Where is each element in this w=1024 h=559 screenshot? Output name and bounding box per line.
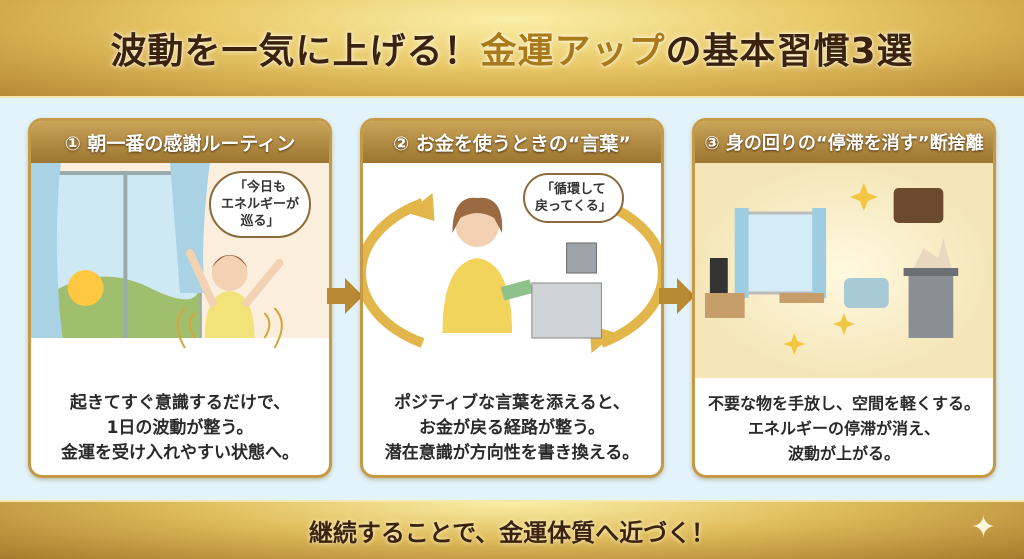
- speech-bubble: 「循環して戻ってくる」: [523, 173, 624, 223]
- header-banner: 波動を一気に上げる！金運アップの基本習慣3選: [0, 0, 1024, 98]
- sun-icon: [67, 270, 104, 306]
- decluttered-room-illustration: [695, 163, 993, 378]
- footer-message: 継続することで、金運体質へ近づく！: [308, 519, 716, 547]
- habit-card-2: ② お金を使うときの“言葉” 「循環して戻ってくる」 ポジティブな言葉を添えると…: [360, 118, 664, 478]
- habit-card-1: ① 朝一番の感謝ルーティン 「今日もエネルギーが巡る」 起きてすぐ意識するだけで…: [28, 118, 332, 478]
- morning-gratitude-illustration: 「今日もエネルギーが巡る」: [31, 163, 329, 378]
- card-title: ② お金を使うときの“言葉”: [363, 121, 661, 163]
- money-words-illustration: 「循環して戻ってくる」: [363, 163, 661, 378]
- trash-can-icon: [908, 273, 954, 338]
- speech-bubble: 「今日もエネルギーが巡る」: [209, 171, 312, 238]
- habit-card-3: ③ 身の回りの“停滞を消す”断捨離 不要な物を手放し、空間を軽くする。エネルギー…: [692, 118, 996, 478]
- footer-banner: 継続することで、金運体質へ近づく！ ✦: [0, 500, 1024, 559]
- card-description: 起きてすぐ意識するだけで、1日の波動が整う。金運を受け入れやすい状態へ。: [61, 392, 299, 463]
- page-title: 波動を一気に上げる！金運アップの基本習慣3選: [110, 31, 914, 72]
- banknote-icon: [500, 279, 534, 301]
- card-description: 不要な物を手放し、空間を軽くする。エネルギーの停滞が消え、波動が上がる。: [707, 393, 980, 463]
- card-title: ① 朝一番の感謝ルーティン: [31, 121, 329, 163]
- wallet-icon: [893, 188, 944, 223]
- card-description: ポジティブな言葉を添えると、お金が戻る経路が整う。潜在意識が方向性を書き換える。: [384, 392, 640, 463]
- card-title: ③ 身の回りの“停滞を消す”断捨離: [695, 121, 993, 163]
- sparkle-icon: ✦: [970, 510, 996, 545]
